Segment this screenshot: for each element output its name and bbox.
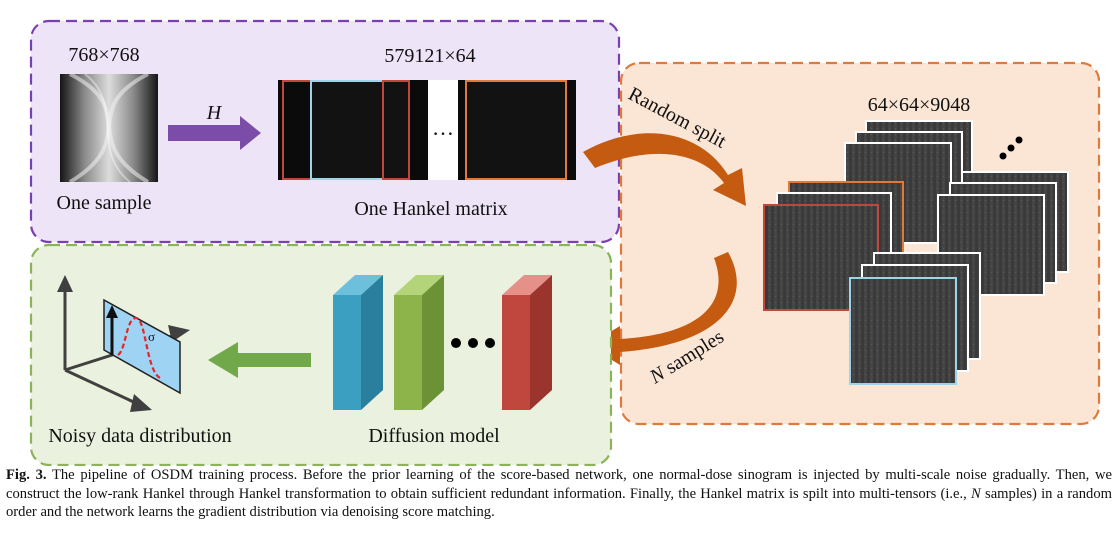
sigma-label: σ	[148, 329, 155, 344]
pipeline-diagram: 768×768 One sample H 579121×64 … One Han…	[29, 19, 1101, 466]
figure-caption: Fig. 3. The pipeline of OSDM training pr…	[6, 466, 1112, 522]
noisy-label: Noisy data distribution	[48, 425, 231, 447]
noise-distribution-plot: σ	[57, 275, 190, 412]
sample-size-label: 768×768	[68, 44, 139, 66]
diffusion-block-blue	[333, 275, 383, 410]
caption-italic-var: N	[971, 485, 981, 502]
hankel-size-label: 579121×64	[384, 45, 475, 67]
diffusion-ellipsis-dots	[451, 338, 495, 348]
hankel-matrix: …	[278, 80, 576, 180]
sample-label: One sample	[57, 192, 152, 214]
operator-label: H	[206, 102, 223, 124]
sinogram-image	[60, 72, 158, 184]
fig-label: Fig. 3.	[6, 467, 47, 483]
random-split-arrow	[583, 133, 746, 206]
tensor-size-label: 64×64×9048	[868, 94, 971, 116]
caption-text-2: samples) in a random order and the netwo…	[6, 485, 1112, 521]
caption-text-1: The pipeline of OSDM training process. B…	[6, 467, 1112, 502]
hankel-ellipsis: …	[432, 115, 454, 140]
tensor-stack-bottom	[849, 252, 981, 385]
diffusion-block-red	[502, 275, 552, 410]
tensor-ellipsis-dots	[999, 136, 1023, 160]
hankel-label: One Hankel matrix	[354, 198, 507, 220]
diffusion-label: Diffusion model	[368, 425, 500, 447]
bottom-panel	[29, 243, 613, 466]
diffusion-output-arrow	[208, 342, 311, 378]
hankel-transform-arrow	[168, 116, 261, 150]
tensor-stack-right	[937, 171, 1069, 296]
diffusion-block-green	[394, 275, 444, 410]
